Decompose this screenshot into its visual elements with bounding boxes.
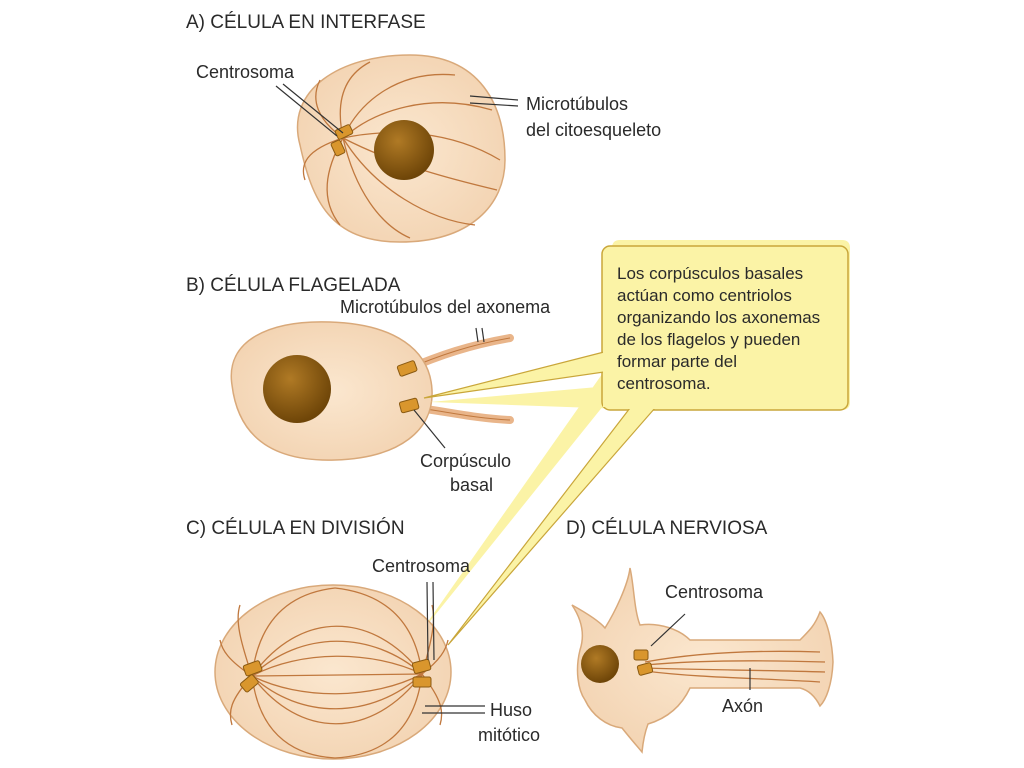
spindle-label-line1: Huso [490, 700, 532, 720]
callout-line-4: de los flagelos y pueden [617, 330, 800, 349]
neuron-centrosome [633, 649, 654, 676]
interphase-nucleus [374, 120, 434, 180]
basal-body-label-line1: Corpúsculo [420, 451, 511, 471]
callout: Los corpúsculos basales actúan como cent… [415, 240, 850, 646]
flagellated-cell: Microtúbulos del axonema Corpúsculo basa… [230, 297, 551, 495]
centrosome-leader-d [650, 613, 686, 647]
axoneme-leader [475, 327, 485, 343]
spindle-leader [422, 705, 485, 714]
dividing-cell: Centrosoma Huso mitótico [214, 556, 540, 760]
nerve-cell: Centrosoma Axón [571, 567, 834, 754]
dividing-cytoplasm [214, 584, 452, 760]
axoneme-label: Microtúbulos del axonema [340, 297, 551, 317]
centrosome-label-a: Centrosoma [196, 62, 295, 82]
basal-body-label-line2: basal [450, 475, 493, 495]
callout-box [601, 245, 849, 411]
spindle-pole-left [239, 660, 263, 693]
basal-body-leader [413, 409, 446, 449]
section-c-title: C) CÉLULA EN DIVISIÓN [186, 517, 405, 539]
callout-line-1: Los corpúsculos basales [617, 264, 803, 283]
interphase-cell: Centrosoma Microtúbulos del citoesquelet… [196, 54, 661, 243]
microtubules-label-a-line2: del citoesqueleto [526, 120, 661, 140]
flagellated-cytoplasm [230, 321, 433, 461]
centrosome-label-c: Centrosoma [372, 556, 471, 576]
callout-line-3: organizando los axonemas [617, 308, 820, 327]
flagellated-nucleus [263, 355, 331, 423]
section-d-title: D) CÉLULA NERVIOSA [566, 518, 768, 539]
microtubule-leader-a [469, 95, 519, 107]
centrosome-leader-c [426, 581, 435, 661]
spindle-pole-right [411, 658, 432, 688]
section-b-title: B) CÉLULA FLAGELADA [186, 275, 401, 296]
axon-label: Axón [722, 696, 763, 716]
basal-bodies [396, 360, 420, 414]
callout-line-5: formar parte del [617, 352, 737, 371]
callout-line-6: centrosoma. [617, 374, 711, 393]
callout-line-2: actúan como centriolos [617, 286, 792, 305]
centrosome-leader-a [275, 83, 344, 137]
neuron-nucleus [581, 645, 619, 683]
spindle-label-line2: mitótico [478, 725, 540, 745]
neuron-body [571, 567, 834, 754]
microtubules-label-a-line1: Microtúbulos [526, 94, 628, 114]
neuron-microtubules [644, 650, 826, 683]
centrosome-label-d: Centrosoma [665, 582, 764, 602]
section-a-title: A) CÉLULA EN INTERFASE [186, 12, 426, 33]
